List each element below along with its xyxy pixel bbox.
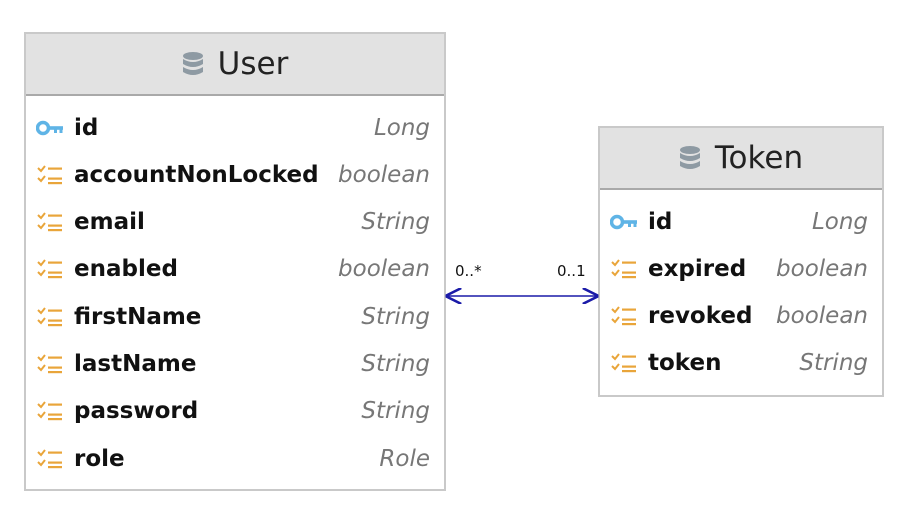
field-row[interactable]: revoked boolean: [600, 293, 882, 340]
field-icon: [37, 165, 62, 184]
key-icon: [610, 214, 637, 229]
field-type: String: [361, 398, 430, 425]
field-icon: [37, 354, 62, 374]
field-type: String: [361, 351, 430, 377]
field-row[interactable]: expired boolean: [600, 245, 882, 292]
field-row[interactable]: accountNonLocked boolean: [26, 151, 444, 198]
field-name: enabled: [74, 256, 178, 283]
field-row[interactable]: id Long: [26, 104, 444, 151]
field-name: expired: [648, 255, 747, 282]
token-entity-title: Token: [714, 140, 804, 176]
field-row[interactable]: token String: [600, 340, 882, 387]
field-type: String: [799, 350, 868, 377]
field-type: Role: [379, 445, 430, 472]
user-multiplicity-label: 0..*: [455, 262, 482, 280]
field-name: revoked: [648, 303, 753, 330]
database-icon: [182, 52, 203, 75]
field-name: token: [648, 350, 722, 377]
field-name: accountNonLocked: [74, 161, 319, 188]
field-icon: [611, 259, 636, 278]
field-row[interactable]: enabled boolean: [26, 246, 444, 293]
field-row[interactable]: role Role: [26, 435, 444, 482]
field-type: boolean: [776, 303, 868, 330]
field-icon: [611, 353, 636, 373]
field-name: email: [74, 209, 145, 236]
field-name: id: [74, 114, 99, 141]
field-icon: [37, 307, 62, 326]
field-icon: [37, 212, 62, 232]
database-icon: [679, 146, 700, 169]
field-name: id: [648, 208, 673, 235]
user-entity-title: User: [217, 46, 289, 82]
token-multiplicity-label: 0..1: [557, 262, 586, 280]
field-icon: [37, 448, 62, 468]
field-icon: [611, 306, 636, 326]
field-row[interactable]: password String: [26, 388, 444, 435]
field-icon: [37, 401, 62, 421]
field-type: Long: [373, 114, 430, 141]
field-name: lastName: [74, 351, 197, 377]
token-entity-header: Token: [600, 128, 882, 190]
key-icon: [36, 120, 63, 135]
field-icon: [37, 259, 62, 279]
field-name: role: [74, 445, 125, 472]
field-row[interactable]: id Long: [600, 198, 882, 245]
field-type: boolean: [338, 161, 430, 188]
field-type: Long: [811, 208, 868, 235]
field-type: String: [361, 303, 430, 330]
user-entity-header: User: [26, 34, 444, 96]
field-type: String: [361, 209, 430, 236]
field-name: password: [74, 398, 199, 425]
token-entity[interactable]: Token id Long expired boolean revoked boolean…: [598, 126, 884, 397]
field-type: boolean: [776, 255, 868, 282]
field-type: boolean: [338, 256, 430, 283]
field-row[interactable]: lastName String: [26, 341, 444, 388]
field-row[interactable]: email String: [26, 199, 444, 246]
field-name: firstName: [74, 303, 202, 330]
field-row[interactable]: firstName String: [26, 293, 444, 340]
